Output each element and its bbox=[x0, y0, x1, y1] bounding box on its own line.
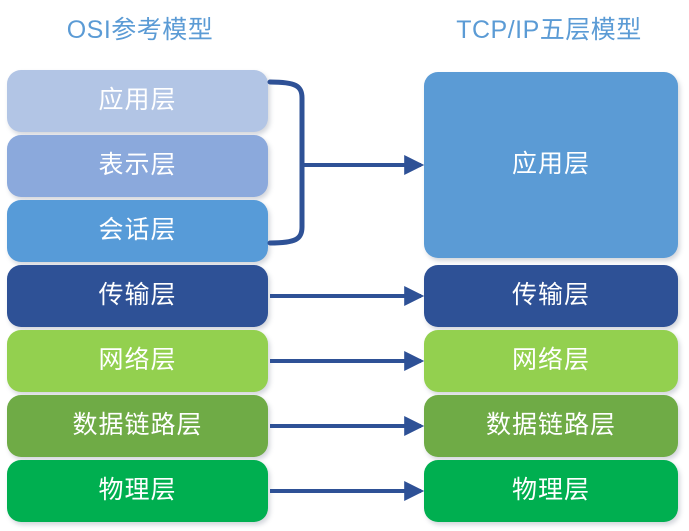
tcpip-layer-label: 传输层 bbox=[511, 280, 590, 309]
osi-column-title: OSI参考模型 bbox=[66, 16, 214, 44]
tcpip-column-title: TCP/IP五层模型 bbox=[456, 16, 642, 44]
osi-layer-4[interactable]: 网络层 bbox=[7, 330, 268, 392]
tcpip-layer-2[interactable]: 网络层 bbox=[424, 330, 678, 392]
osi-layer-label: 网络层 bbox=[98, 345, 177, 374]
osi-layer-label: 数据链路层 bbox=[72, 410, 203, 439]
tcpip-layer-label: 应用层 bbox=[511, 149, 590, 178]
tcpip-layer-label: 网络层 bbox=[511, 345, 590, 374]
tcpip-layer-1[interactable]: 传输层 bbox=[424, 265, 678, 327]
osi-layer-label: 表示层 bbox=[98, 150, 177, 179]
osi-layer-label: 传输层 bbox=[98, 280, 177, 309]
tcpip-layer-4[interactable]: 物理层 bbox=[424, 460, 678, 522]
osi-layer-6[interactable]: 物理层 bbox=[7, 460, 268, 522]
osi-layer-2[interactable]: 会话层 bbox=[7, 200, 268, 262]
osi-layer-0[interactable]: 应用层 bbox=[7, 70, 268, 132]
osi-layer-1[interactable]: 表示层 bbox=[7, 135, 268, 197]
tcpip-layer-label: 物理层 bbox=[511, 475, 590, 504]
osi-layer-label: 会话层 bbox=[98, 215, 177, 244]
brace-app-layers-brace bbox=[267, 79, 305, 246]
tcpip-layer-0[interactable]: 应用层 bbox=[424, 72, 678, 258]
osi-layer-3[interactable]: 传输层 bbox=[7, 265, 268, 327]
osi-layer-label: 物理层 bbox=[98, 475, 177, 504]
tcpip-layer-label: 数据链路层 bbox=[485, 410, 616, 439]
tcpip-layer-3[interactable]: 数据链路层 bbox=[424, 395, 678, 457]
osi-layer-5[interactable]: 数据链路层 bbox=[7, 395, 268, 457]
osi-layer-label: 应用层 bbox=[98, 85, 177, 114]
